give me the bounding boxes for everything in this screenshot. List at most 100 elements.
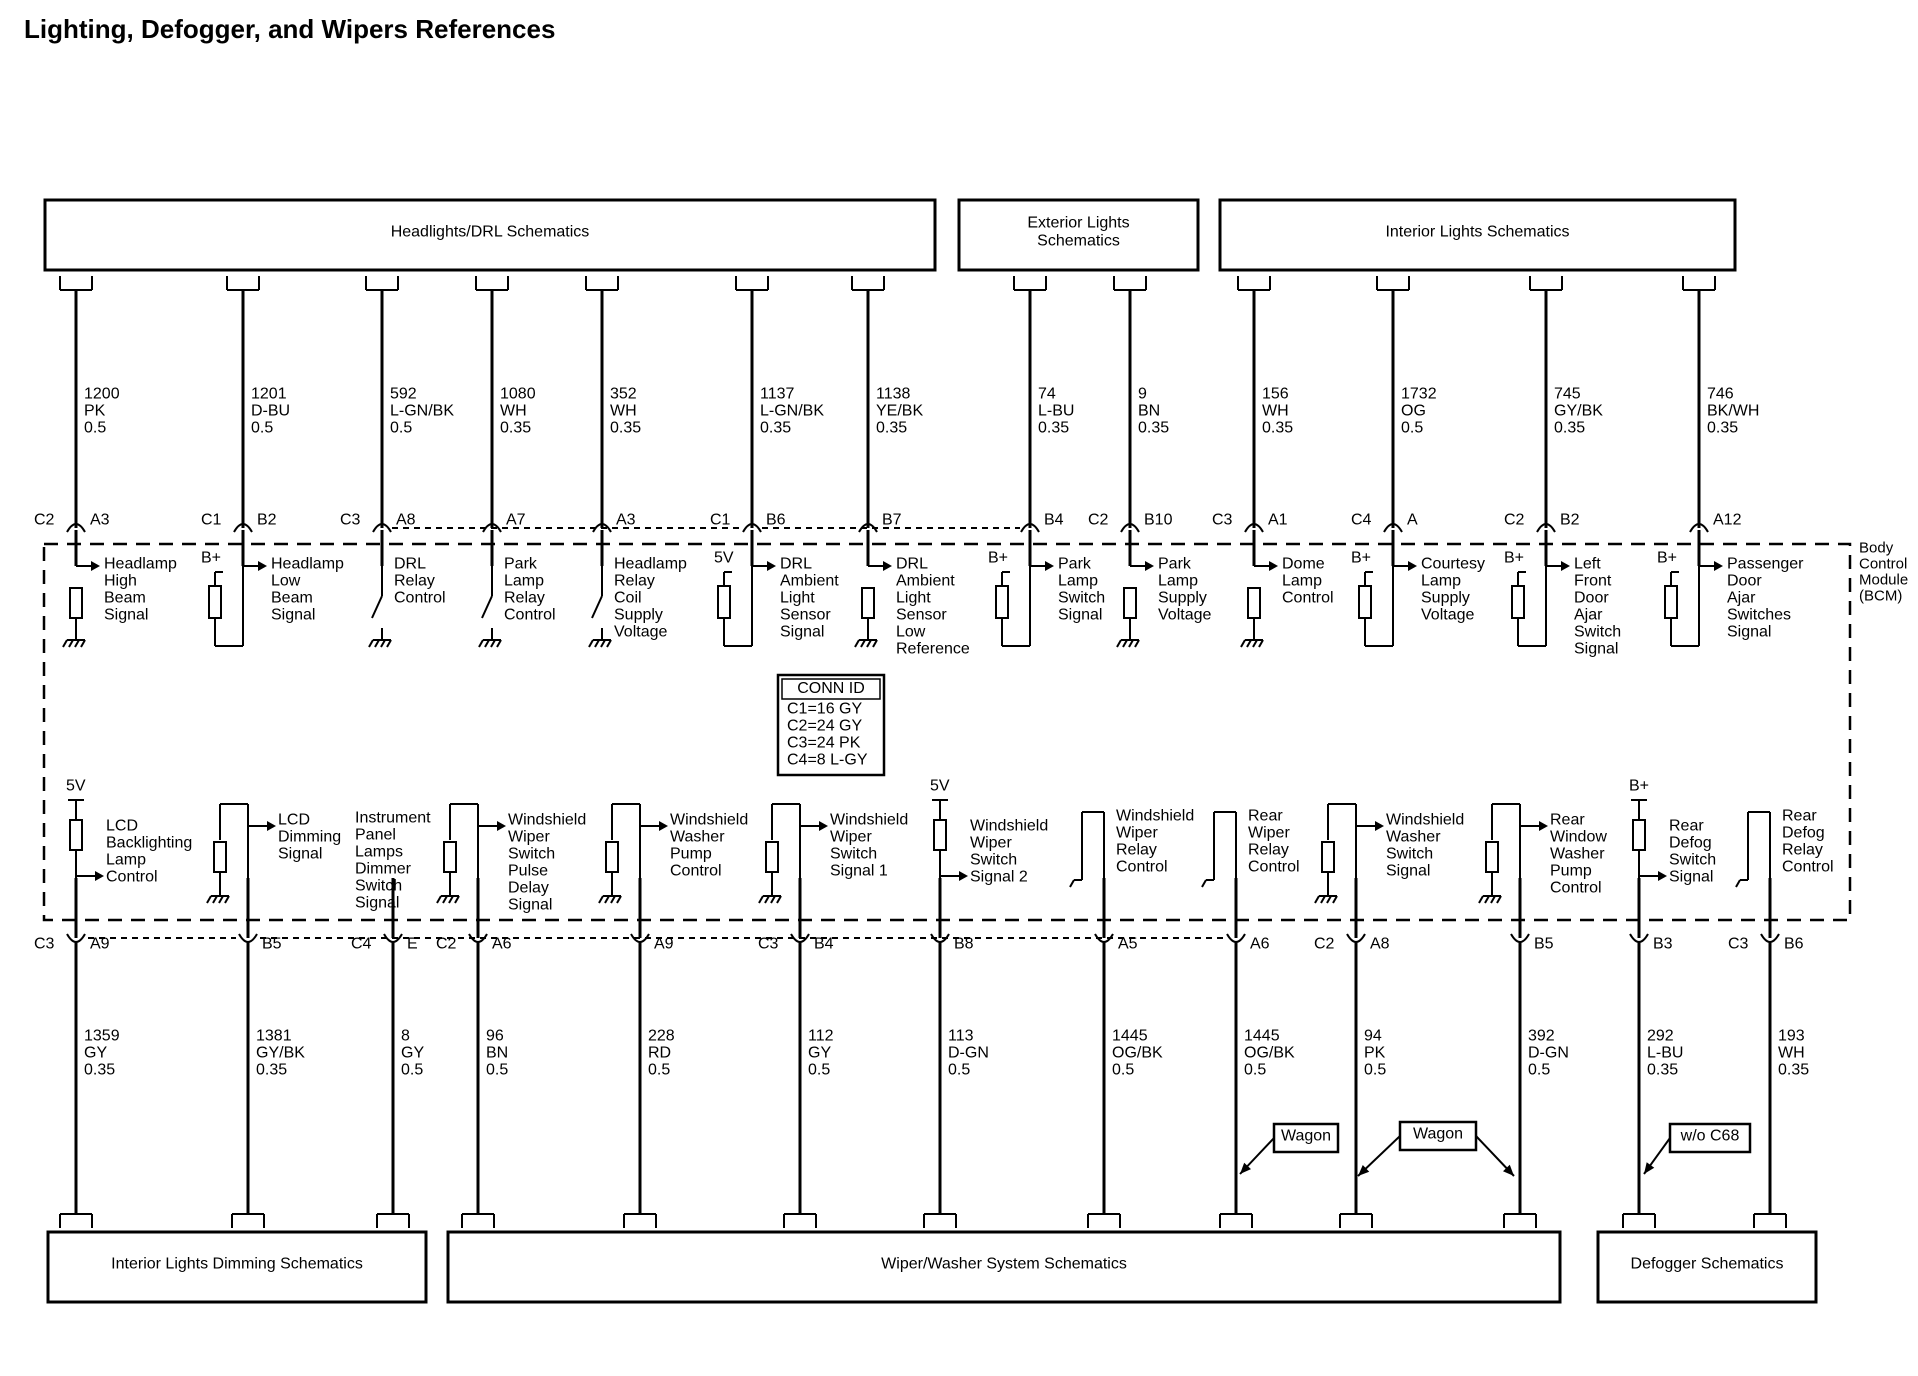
callout-arrowhead	[1502, 1164, 1514, 1176]
function-label: Light	[780, 589, 815, 606]
connector-label: C4	[351, 935, 372, 952]
function-label: Supply	[1421, 589, 1470, 606]
function-label: Delay	[508, 879, 549, 896]
wire-label: 592	[390, 385, 417, 402]
wire-label: GY	[401, 1044, 424, 1061]
function-label: Ambient	[780, 572, 839, 589]
function-label: Sensor	[896, 606, 947, 623]
supply-label: 5V	[714, 549, 734, 566]
wire-label: 0.35	[760, 419, 791, 436]
function-label: DRL	[780, 555, 812, 572]
wire-label: 96	[486, 1027, 504, 1044]
pin-label: A8	[396, 511, 416, 528]
top-circuit: 352WH0.35A3HeadlampRelayCoilSupplyVoltag…	[585, 276, 687, 648]
pin-label: A7	[506, 511, 526, 528]
wire-label: 1201	[251, 385, 287, 402]
wire-label: 0.35	[876, 419, 907, 436]
connector-label: C3	[34, 935, 55, 952]
connector-id-box: CONN ID C1=16 GY C2=24 GY C3=24 PK C4=8 …	[776, 673, 886, 777]
function-label: Pump	[1550, 862, 1592, 879]
connector-label: C2	[1504, 511, 1525, 528]
wire-label: 0.5	[486, 1061, 508, 1078]
function-label: Rear	[1669, 817, 1704, 834]
function-label: Wiper	[1116, 824, 1158, 841]
wire-label: D-GN	[1528, 1044, 1569, 1061]
resistor-icon	[605, 841, 619, 873]
function-label: Door	[1574, 589, 1609, 606]
function-label: Relay	[504, 589, 545, 606]
function-label: Signal	[278, 845, 322, 862]
function-label: Beam	[104, 589, 146, 606]
wire-label: OG/BK	[1112, 1044, 1163, 1061]
pin-label: A3	[90, 511, 110, 528]
connector-label: C2	[436, 935, 457, 952]
function-label: Switch	[970, 851, 1017, 868]
signal-arrow	[1539, 821, 1548, 831]
function-label: Windshield	[670, 811, 748, 828]
terminal-bracket	[461, 1213, 495, 1228]
terminal-bracket	[923, 1213, 957, 1228]
pin-label: A12	[1713, 511, 1742, 528]
pin-label: B10	[1144, 511, 1173, 528]
function-label: Panel	[355, 826, 396, 843]
wire-label: 112	[808, 1027, 834, 1044]
supply-label: 5V	[930, 777, 950, 794]
terminal-bracket	[1013, 276, 1047, 291]
terminal-bracket	[623, 1213, 657, 1228]
function-label: Relay	[1782, 841, 1823, 858]
connector-label: C2	[1314, 935, 1335, 952]
pin-label: A9	[654, 935, 674, 952]
wire-label: WH	[610, 402, 637, 419]
schematic-box-bottom	[1596, 1230, 1818, 1304]
terminal-bracket	[783, 1213, 817, 1228]
function-label: Windshield	[830, 811, 908, 828]
function-label: Relay	[1248, 841, 1289, 858]
ground-icon	[1240, 639, 1264, 648]
wire-label: GY/BK	[256, 1044, 305, 1061]
function-label: Pump	[670, 845, 712, 862]
signal-arrow	[267, 821, 276, 831]
function-label: Switches	[1727, 606, 1791, 623]
pin-label: E	[407, 935, 418, 952]
pin-cavity	[66, 523, 86, 533]
pin-label: A9	[90, 935, 110, 952]
wire-label: 0.35	[256, 1061, 287, 1078]
pin-label: A8	[1370, 935, 1390, 952]
function-label: Pulse	[508, 862, 548, 879]
bcm-module-outline	[42, 542, 1852, 922]
function-label: Lamp	[504, 572, 544, 589]
wire-label: 0.5	[401, 1061, 423, 1078]
resistor-icon	[861, 587, 875, 619]
wire-label: 0.35	[610, 419, 641, 436]
function-label: Relay	[614, 572, 655, 589]
ground-icon	[598, 895, 622, 904]
resistor-icon	[1632, 819, 1646, 851]
function-label: Control	[1116, 858, 1168, 875]
wire-label: 9	[1138, 385, 1147, 402]
ground-icon	[436, 895, 460, 904]
function-label: Control	[1248, 858, 1300, 875]
terminal-bracket	[1376, 276, 1410, 291]
wire-label: WH	[1778, 1044, 1805, 1061]
function-label: Park	[1058, 555, 1092, 572]
pin-label: B4	[1044, 511, 1064, 528]
function-label: Windshield	[508, 811, 586, 828]
connector-label: C2	[34, 511, 55, 528]
function-label: Courtesy	[1421, 555, 1485, 572]
schematic-box-label: Schematics	[1037, 232, 1120, 249]
wire-label: 1445	[1112, 1027, 1148, 1044]
function-label: Low	[896, 623, 926, 640]
bottom-circuit: B8113D-GN0.55VWindshieldWiperSwitchSigna…	[923, 777, 1048, 1228]
pin-cavity	[742, 523, 762, 533]
function-label: Relay	[1116, 841, 1157, 858]
connector-label: C1	[201, 511, 222, 528]
terminal-bracket	[1622, 1213, 1656, 1228]
schematic-box-label: Headlights/DRL Schematics	[391, 223, 590, 240]
signal-arrow	[1408, 561, 1417, 571]
